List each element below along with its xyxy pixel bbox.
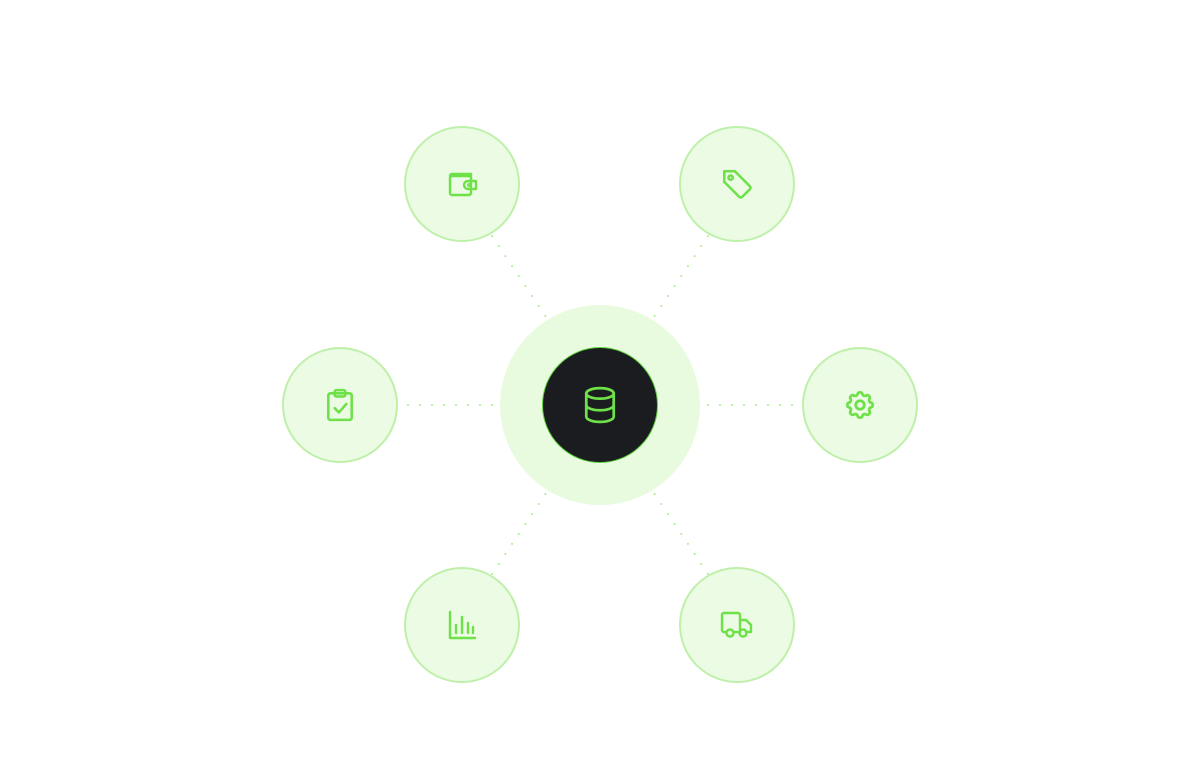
node-chart[interactable] [404, 567, 520, 683]
price-tag-icon [720, 167, 754, 201]
hub-database[interactable] [542, 347, 658, 463]
truck-icon [720, 610, 754, 640]
database-icon [583, 386, 617, 424]
node-delivery[interactable] [679, 567, 795, 683]
node-tag[interactable] [679, 126, 795, 242]
bar-chart-icon [446, 609, 478, 641]
gear-icon [843, 388, 877, 422]
clipboard-check-icon [325, 388, 355, 422]
wallet-icon [446, 168, 478, 200]
node-wallet[interactable] [404, 126, 520, 242]
node-settings[interactable] [802, 347, 918, 463]
node-clipboard[interactable] [282, 347, 398, 463]
